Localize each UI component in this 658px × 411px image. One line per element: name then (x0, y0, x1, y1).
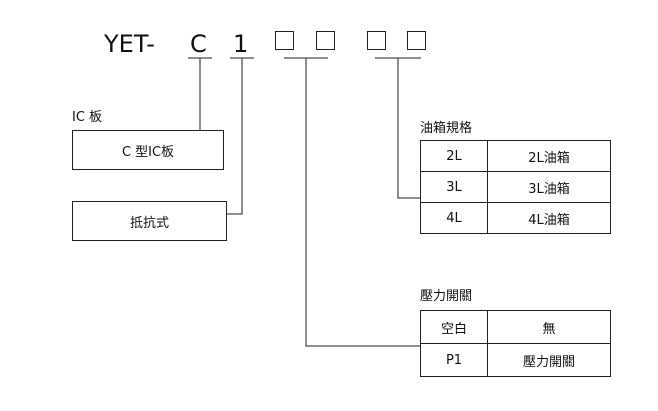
oil-tank-code-cell: 4L (420, 202, 488, 234)
ic-board-title: IC 板 (72, 110, 103, 125)
oil-tank-desc-cell: 2L油箱 (487, 140, 611, 172)
oil-tank-desc-cell: 4L油箱 (487, 202, 611, 234)
code-slot-3 (367, 31, 386, 50)
model-char-c: C (190, 30, 207, 58)
pressure-switch-desc-cell: 壓力開關 (487, 343, 611, 377)
code-slot-2 (316, 31, 335, 50)
code-slot-4 (407, 31, 426, 50)
pressure-switch-code-cell: P1 (420, 343, 488, 377)
model-char-1: 1 (233, 30, 249, 58)
pressure-switch-desc-cell: 無 (487, 310, 611, 344)
ic-board-option: C 型IC板 (121, 144, 175, 160)
code-slot-1 (275, 31, 294, 50)
connector-1-drop (227, 58, 243, 215)
oil-tank-desc-cell: 3L油箱 (487, 171, 611, 203)
oil-tank-code-cell: 3L (420, 171, 488, 203)
pressure-switch-title: 壓力開關 (420, 289, 473, 304)
table-row: 3L 3L油箱 (420, 171, 611, 203)
connector-slots-a-drop (305, 58, 420, 347)
oil-tank-table: 2L 2L油箱 3L 3L油箱 4L 4L油箱 (420, 140, 611, 234)
pressure-switch-table: 空白 無 P1 壓力開關 (420, 310, 611, 377)
oil-tank-code-cell: 2L (420, 140, 488, 172)
resistance-option: 抵抗式 (129, 215, 169, 231)
pressure-switch-code-cell: 空白 (420, 310, 488, 344)
connector-slots-b-drop (397, 58, 420, 199)
oil-tank-title: 油箱規格 (420, 121, 473, 136)
table-row: 空白 無 (420, 310, 611, 344)
ic-board-option-box: C 型IC板 (72, 130, 224, 170)
table-row: P1 壓力開關 (420, 343, 611, 377)
table-row: 4L 4L油箱 (420, 202, 611, 234)
table-row: 2L 2L油箱 (420, 140, 611, 172)
resistance-option-box: 抵抗式 (72, 201, 227, 241)
model-prefix: YET- (104, 30, 155, 58)
